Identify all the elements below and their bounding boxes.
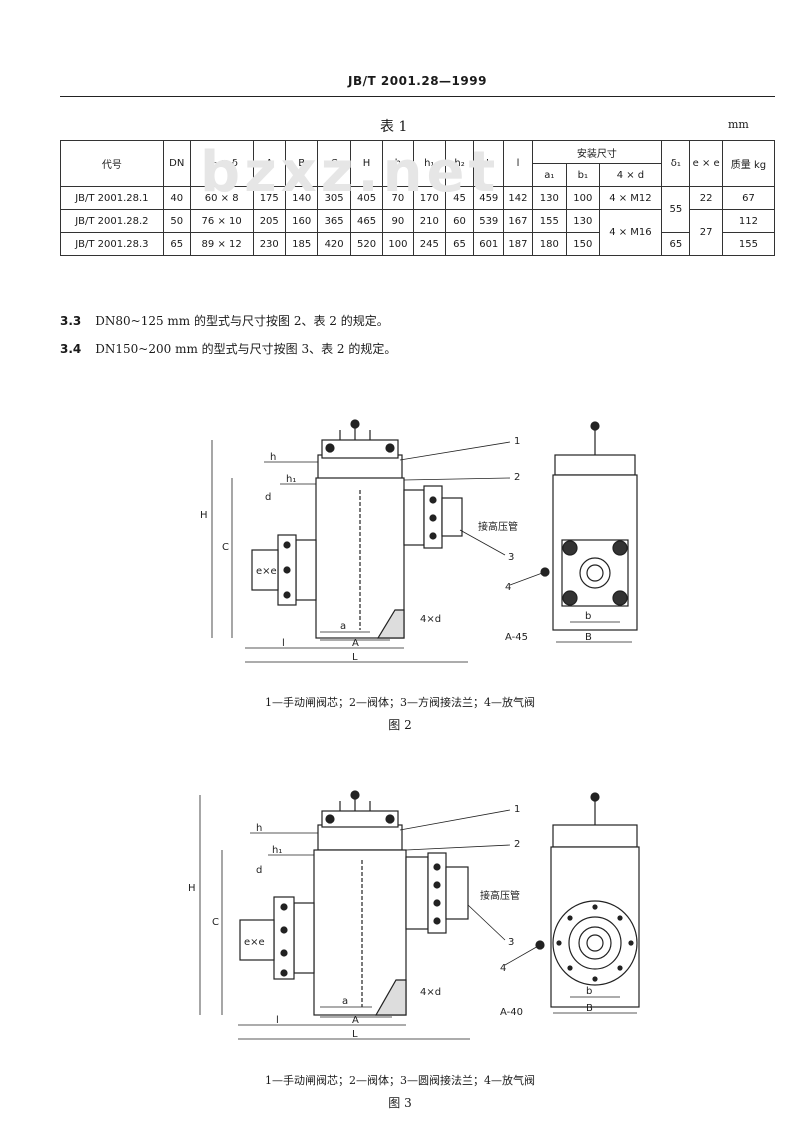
fig2-callout-4: 4 [505, 582, 511, 593]
fig2-dim-exe: e×e [256, 566, 277, 577]
fig2-dim-hs: h [270, 452, 276, 463]
col-install: 安装尺寸 [531, 140, 663, 164]
fig3-dim-b: b [586, 986, 592, 997]
fig3-dim-hs: h [256, 823, 262, 834]
watermark: bzxz.net [200, 140, 500, 205]
fig3-dim-h1: h₁ [272, 845, 282, 856]
fig3-dim-aa: A [352, 1015, 359, 1026]
header-rule [60, 96, 775, 97]
fig2-dim-big-l: L [352, 652, 358, 663]
table-unit: mm [728, 118, 749, 131]
fig2-dim-c: C [222, 542, 229, 553]
fig2-front-view [251, 419, 463, 639]
fig2-dim-d: d [265, 492, 271, 503]
figure-3-label: 图 3 [388, 1096, 412, 1110]
col-h: H [349, 140, 384, 187]
fig3-dim-d: d [256, 865, 262, 876]
fig2-dimensions [211, 440, 468, 663]
fig2-dim-l: l [282, 638, 285, 649]
col-a: A [252, 140, 286, 187]
col-b1: b₁ [566, 163, 600, 187]
figure-2-caption: 1—手动闸阀芯；2—阀体；3—方阀接法兰；4—放气阀 [265, 696, 535, 709]
fig2-side-view [540, 421, 638, 643]
fig3-callout-4: 4 [500, 963, 506, 974]
fig3-dim-c: C [212, 917, 219, 928]
fig2-callout-3: 3 [508, 552, 514, 563]
standard-number: JB/T 2001.28—1999 [348, 74, 487, 88]
fig3-dim-big-l: L [352, 1029, 358, 1040]
fig2-pressure-label: 接高压管 [478, 520, 518, 533]
fig3-dim-nxd: 4×d [420, 987, 441, 998]
fig2-dim-big-b: B [585, 632, 592, 643]
fig2-dim-a: a [340, 621, 346, 632]
fig3-dim-l: l [276, 1015, 279, 1026]
col-hs: h [382, 140, 414, 187]
fig2-dim-aa: A [352, 638, 359, 649]
col-exe: e × e [689, 140, 723, 187]
fig3-dim-exe: e×e [244, 937, 265, 948]
col-code: 代号 [60, 140, 164, 187]
spec-table: 代号 DN D₀ × δ A B C H h h₁ h₂ L l 安装尺寸 δ₁… [60, 140, 776, 256]
fig2-dim-b: b [585, 611, 591, 622]
figure-3-drawing: H C h h₁ a A l L b B 4×d d A-40 e×e 接高压管… [188, 790, 640, 1040]
fig2-callout-2: 2 [514, 472, 520, 483]
col-mass: 质量 kg [721, 140, 776, 187]
figure-3-caption: 1—手动闸阀芯；2—阀体；3—圆阀接法兰；4—放气阀 [265, 1074, 535, 1087]
fig3-dim-h: H [188, 883, 196, 894]
fig2-leaders [399, 441, 546, 586]
table-row: JB/T 2001.28.3 65 89 × 12 230 185 420 52… [60, 232, 776, 256]
table-row: JB/T 2001.28.1 40 60 × 8 175 140 305 405… [60, 186, 776, 233]
figure-2-drawing: H C h h₁ a A l L b B 4×d d A-45 e×e 接高压管… [200, 419, 638, 663]
fig2-dim-nxd: 4×d [420, 614, 441, 625]
fig3-callout-3: 3 [508, 937, 514, 948]
col-nxd: 4 × d [598, 163, 663, 187]
col-a1: a₁ [531, 163, 568, 187]
fig2-dim-angle: A-45 [505, 632, 528, 643]
col-dn: DN [162, 140, 191, 187]
fig3-dim-big-b: B [586, 1003, 593, 1014]
fig2-callout-1: 1 [514, 436, 520, 447]
fig3-side-view [535, 792, 640, 1014]
fig3-leaders [399, 809, 541, 966]
col-ll: l [503, 140, 533, 187]
fig3-front-view [239, 790, 469, 1016]
col-l: L [473, 140, 505, 187]
table-row: JB/T 2001.28.2 50 76 × 10 205 160 365 46… [60, 209, 776, 256]
table-title: 表 1 [380, 119, 408, 135]
fig3-callout-2: 2 [514, 839, 520, 850]
fig2-dim-h: H [200, 510, 208, 521]
fig3-callout-1: 1 [514, 804, 520, 815]
col-delta1: δ₁ [661, 140, 691, 187]
fig2-dim-h1: h₁ [286, 474, 296, 485]
col-h2: h₂ [444, 140, 475, 187]
col-dw-s: D₀ × δ [189, 140, 254, 187]
fig3-pressure-label: 接高压管 [480, 889, 520, 902]
fig3-dim-a: a [342, 996, 348, 1007]
fig3-dimensions [199, 795, 470, 1040]
figure-2-label: 图 2 [388, 718, 412, 732]
fig3-dim-angle: A-40 [500, 1007, 523, 1018]
